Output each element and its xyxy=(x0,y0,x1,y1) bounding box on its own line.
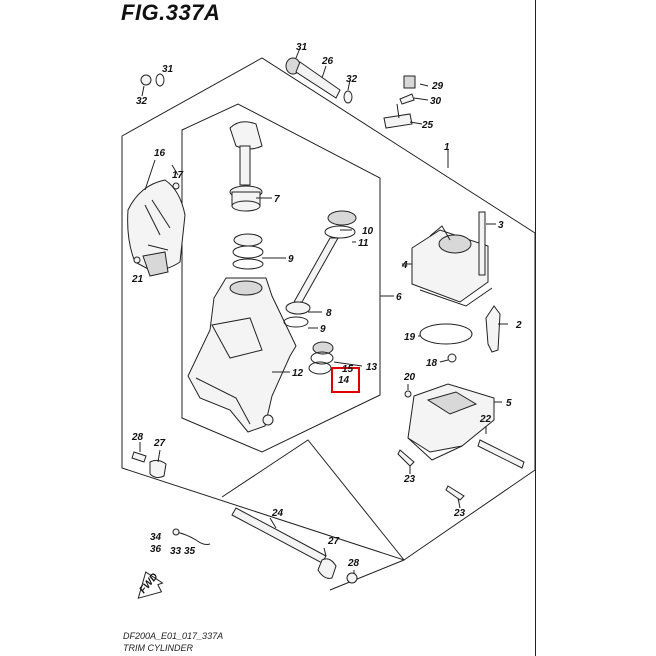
callout-2: 2 xyxy=(515,320,522,331)
callout-7: 7 xyxy=(274,194,280,205)
assembly-frame-inner xyxy=(181,103,381,453)
callout-11: 11 xyxy=(358,238,369,249)
callout-6: 6 xyxy=(396,292,402,303)
leader-lines xyxy=(139,47,508,574)
callout-27a: 27 xyxy=(153,438,166,449)
callout-4: 4 xyxy=(401,260,408,271)
part-5-pump-base xyxy=(407,383,495,461)
callout-10: 10 xyxy=(362,226,374,237)
part-33-wire xyxy=(175,531,211,545)
part-20-o-ring xyxy=(404,390,412,398)
callout-28b: 28 xyxy=(347,558,360,569)
callout-5: 5 xyxy=(506,398,512,409)
part-31-bushing-left xyxy=(140,74,152,86)
part-21-bolt xyxy=(133,256,141,264)
fwd-arrow-icon xyxy=(137,571,164,599)
part-9-seal-upper xyxy=(233,233,263,247)
callout-34: 34 xyxy=(150,532,162,543)
part-28-bolt-left xyxy=(131,451,147,463)
figure-name: TRIM CYLINDER xyxy=(123,643,194,653)
part-30-seal xyxy=(399,93,415,105)
figure-code: DF200A_E01_017_337A xyxy=(123,631,224,641)
callout-35: 35 xyxy=(184,546,196,557)
part-15-spring xyxy=(308,341,334,375)
callout-23a: 23 xyxy=(403,474,416,485)
callout-31b: 31 xyxy=(162,64,174,75)
part-7-trim-rod xyxy=(229,121,263,212)
part-18-valve xyxy=(447,353,457,363)
part-25-valve xyxy=(383,103,413,129)
part-22-bolt xyxy=(477,439,525,469)
callout-36: 36 xyxy=(150,544,162,555)
callout-9b: 9 xyxy=(320,324,326,335)
callout-30: 30 xyxy=(430,96,442,107)
part-26-pin xyxy=(285,57,353,104)
callout-21: 21 xyxy=(131,274,144,285)
callout-labels: 31 26 32 29 30 25 31 32 1 16 17 7 3 10 1… xyxy=(131,42,522,596)
callout-16: 16 xyxy=(154,148,166,159)
part-27-bushing-left xyxy=(149,459,167,479)
part-23-bolt-a xyxy=(397,449,415,467)
callout-32b: 32 xyxy=(136,96,148,107)
part-8-piston-rod xyxy=(283,210,357,328)
part-3-bolt xyxy=(478,211,486,276)
part-2-clip xyxy=(485,305,501,353)
callout-3: 3 xyxy=(498,220,504,231)
part-17-screw xyxy=(172,182,180,190)
assembly-frame-outer xyxy=(121,57,536,561)
callout-18: 18 xyxy=(426,358,438,369)
callout-22: 22 xyxy=(479,414,492,425)
part-24-pin xyxy=(231,507,358,584)
part-12-cylinder-body xyxy=(187,277,297,433)
part-29-cap xyxy=(403,75,416,89)
callout-17: 17 xyxy=(172,170,184,181)
rod-group-frame xyxy=(221,439,405,591)
callout-24: 24 xyxy=(271,508,284,519)
part-16-cover xyxy=(127,179,186,277)
callout-23b: 23 xyxy=(453,508,466,519)
callout-13: 13 xyxy=(366,362,378,373)
part-4-motor-housing xyxy=(411,225,493,307)
callout-8: 8 xyxy=(326,308,332,319)
highlight-box xyxy=(331,367,360,393)
callout-32a: 32 xyxy=(346,74,358,85)
callout-27b: 27 xyxy=(327,536,340,547)
part-34-screw xyxy=(172,528,180,536)
callout-28a: 28 xyxy=(131,432,144,443)
callout-1: 1 xyxy=(444,142,450,153)
callout-33: 33 xyxy=(170,546,182,557)
part-23-bolt-b xyxy=(445,485,465,501)
figure-title: FIG.337A xyxy=(121,0,221,25)
callout-9a: 9 xyxy=(288,254,294,265)
callout-12: 12 xyxy=(292,368,304,379)
callout-20: 20 xyxy=(403,372,416,383)
callout-26: 26 xyxy=(321,56,334,67)
callout-14: 14 xyxy=(338,375,350,386)
callout-29: 29 xyxy=(431,81,444,92)
callout-25: 25 xyxy=(421,120,434,131)
callout-15: 15 xyxy=(342,364,354,375)
callout-31a: 31 xyxy=(296,42,308,53)
part-19-o-ring xyxy=(419,323,473,345)
callout-19: 19 xyxy=(404,332,416,343)
